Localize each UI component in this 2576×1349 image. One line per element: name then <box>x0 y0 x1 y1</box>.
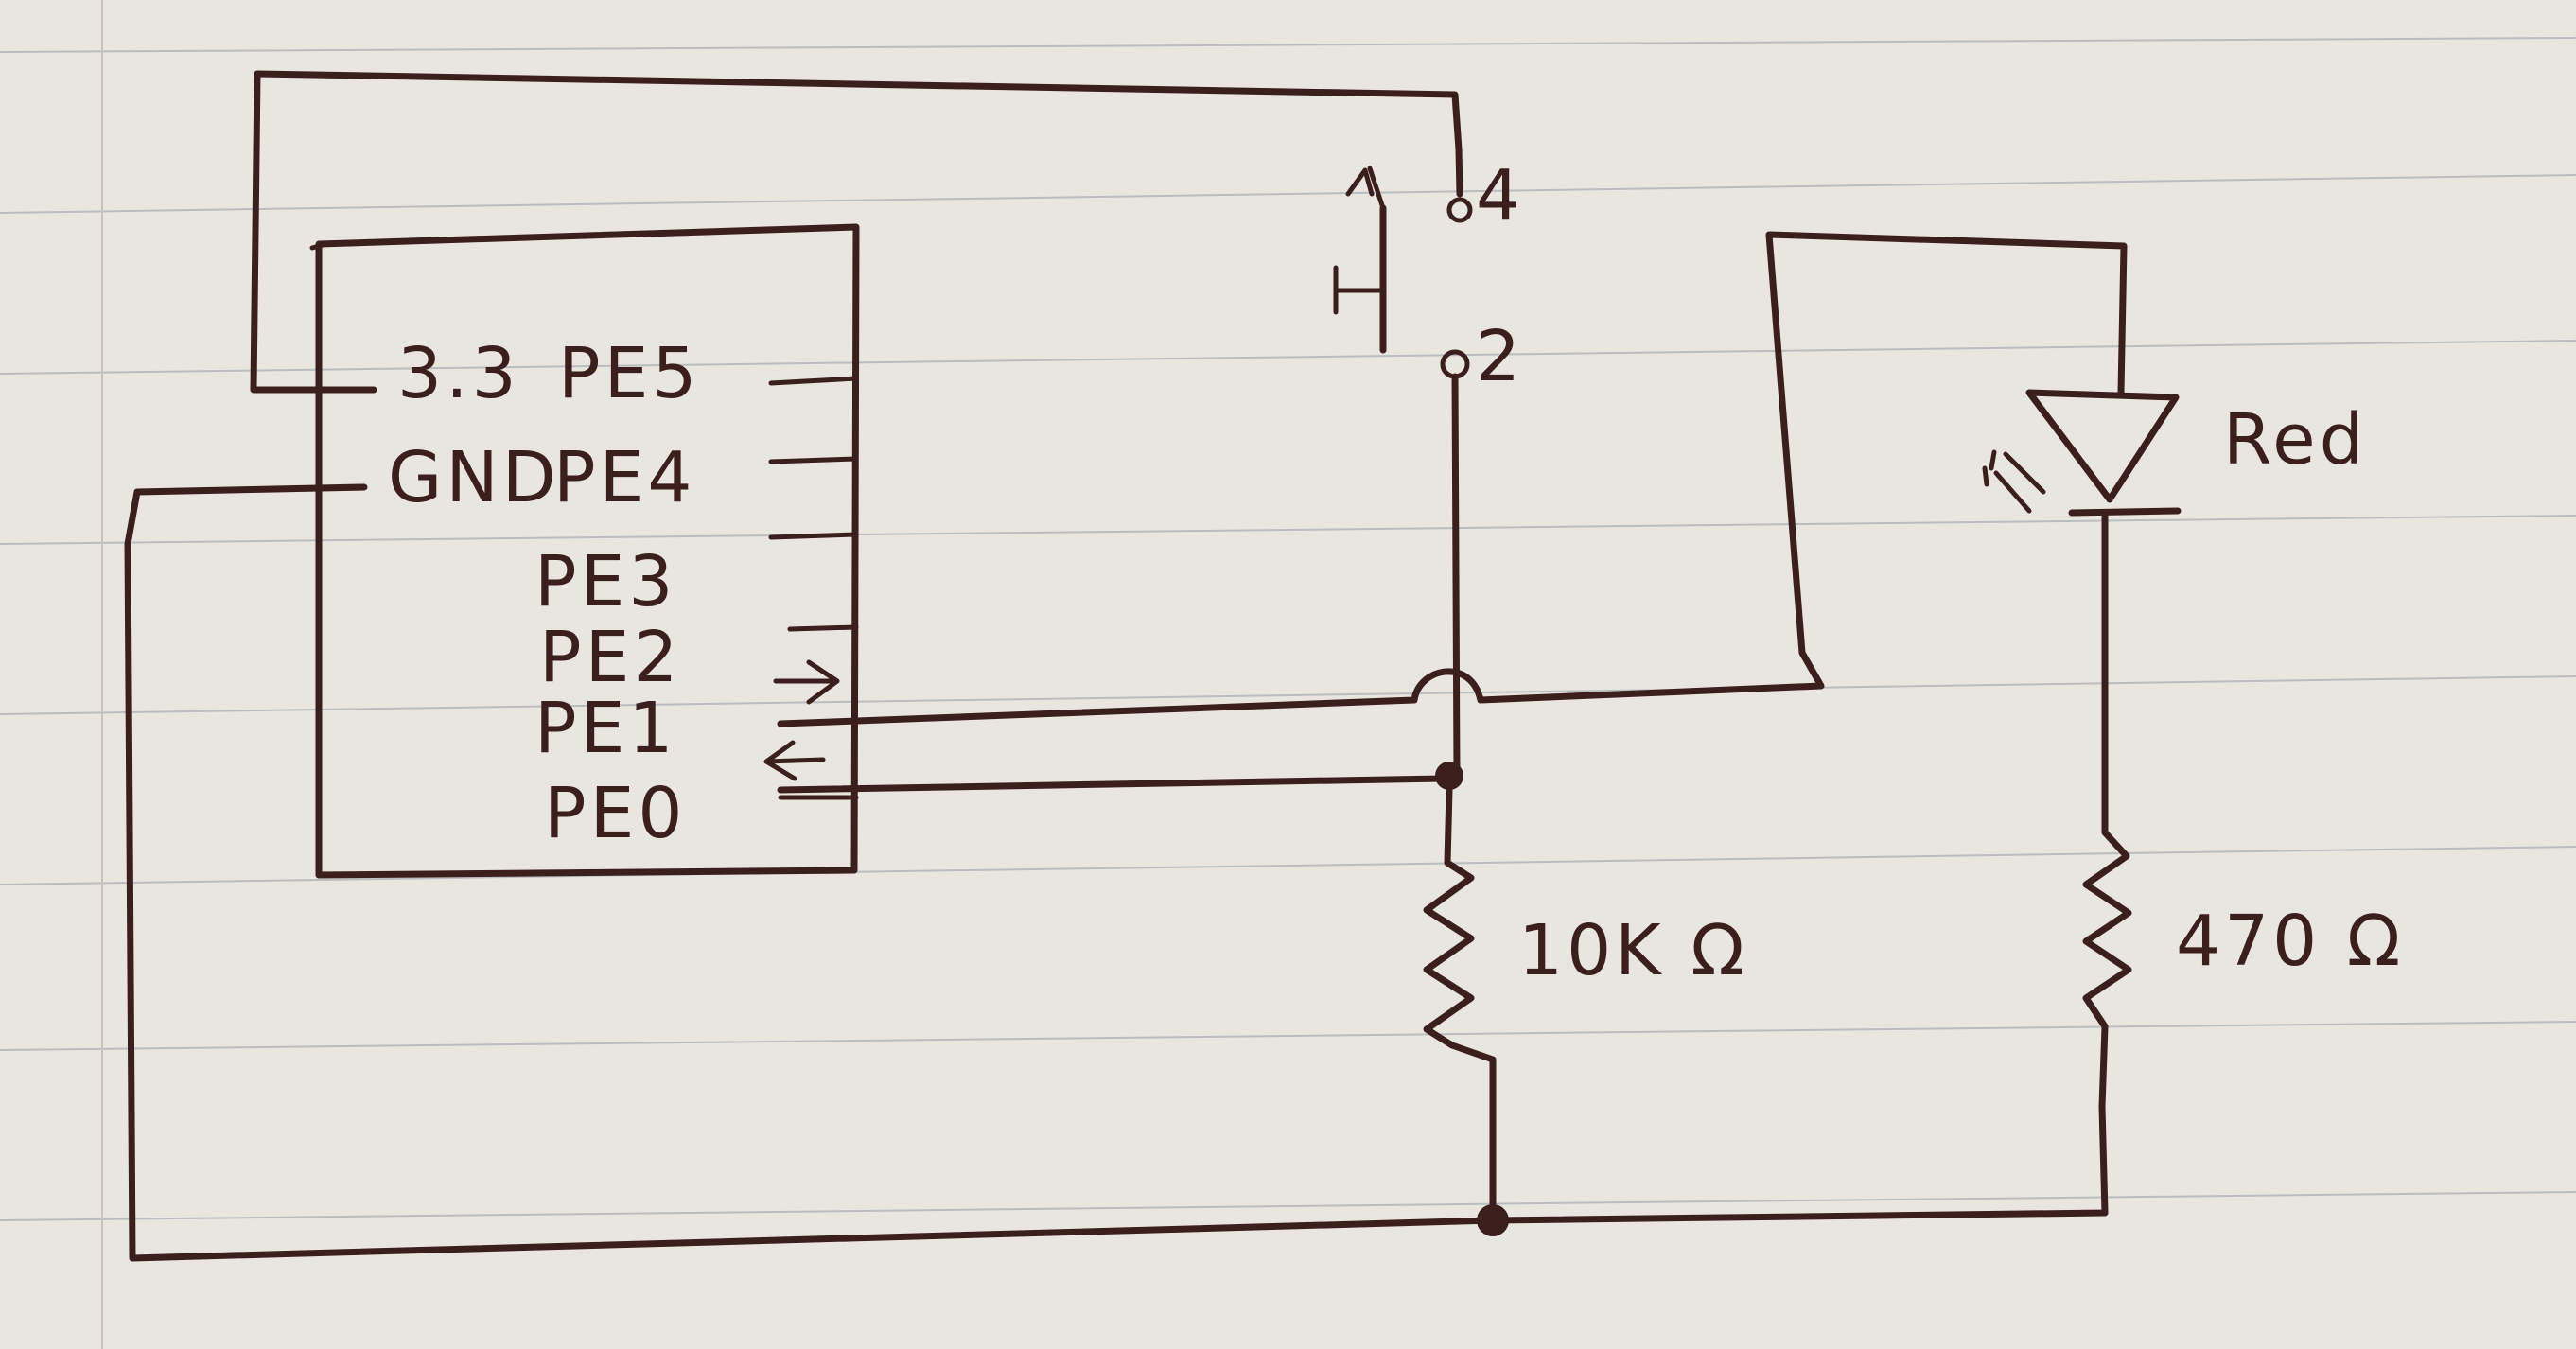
mcu-pin-label-pe2: PE2 <box>539 617 681 698</box>
junction-node-ground <box>1477 1204 1509 1236</box>
mcu-pin-label-pe0: PE0 <box>544 773 686 854</box>
mcu-power-label-gnd: GND <box>388 437 560 518</box>
wire-3v3-to-switch <box>250 70 1463 394</box>
red-led <box>1982 389 2182 517</box>
mcu-power-label-3v3: 3.3 <box>397 333 520 414</box>
mcu-pin-label-pe3: PE3 <box>534 541 676 622</box>
mcu-pin-label-pe1: PE1 <box>534 688 676 769</box>
pe1-output-arrow-icon <box>773 659 840 705</box>
resistor-470 <box>2082 512 2132 1111</box>
mcu-pin-stubs <box>768 376 859 800</box>
light-emission-arrow-icon <box>1982 449 1997 487</box>
led-color-label: Red <box>2223 399 2368 481</box>
wire-pe1-to-led <box>777 231 2128 727</box>
mcu-pin-label-pe4: PE4 <box>553 437 695 518</box>
mcu-top-tick <box>309 241 329 251</box>
mcu-outline <box>315 223 860 879</box>
resistor-470-label: 470 Ω <box>2176 901 2404 982</box>
resistor-10k <box>1423 786 1497 1213</box>
wire-gnd-return <box>124 483 2109 1262</box>
wire-switch-to-node <box>1451 373 1461 780</box>
resistor-10k-label: 10K Ω <box>1518 910 1748 991</box>
switch-terminal-2-label: 2 <box>1476 316 1524 397</box>
switch-terminal-4 <box>1446 197 1473 223</box>
junction-node-input <box>1435 762 1463 790</box>
pe0-input-arrow-icon <box>763 740 826 781</box>
pushbutton-switch: 4 2 <box>1333 155 1524 397</box>
wire-pe0-to-node <box>777 775 1446 794</box>
mcu-pin-label-pe5: PE5 <box>558 333 700 414</box>
switch-terminal-4-label: 4 <box>1476 155 1524 237</box>
